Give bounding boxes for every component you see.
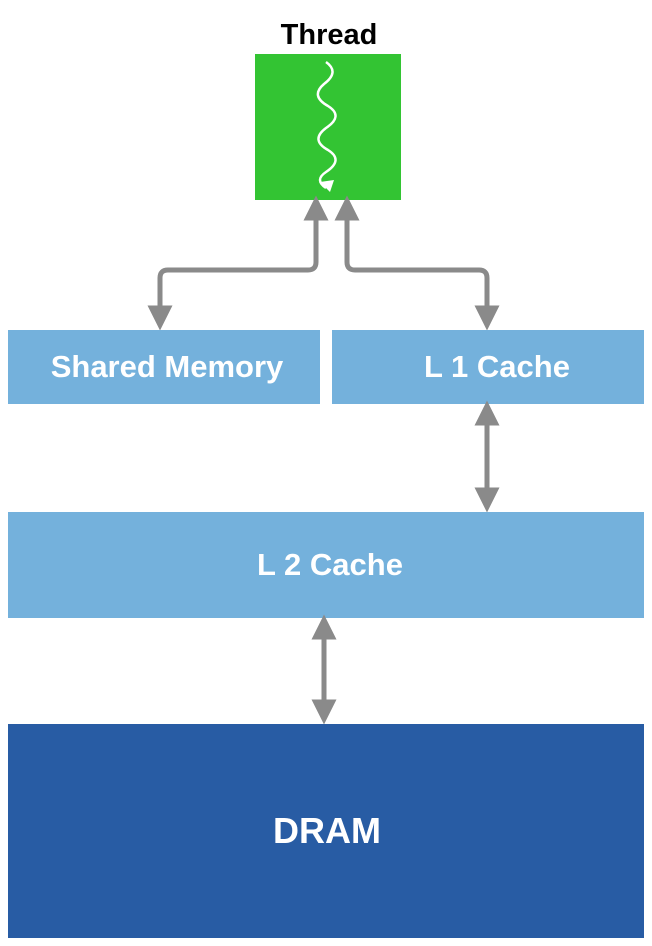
l2-cache-box bbox=[8, 512, 644, 618]
dram-box bbox=[8, 724, 644, 938]
dram-label: DRAM bbox=[273, 810, 381, 851]
arrow-thread-shared-memory bbox=[147, 195, 329, 331]
l1-cache-label: L 1 Cache bbox=[424, 349, 570, 384]
l2-cache-label: L 2 Cache bbox=[257, 547, 403, 582]
shared-memory-box bbox=[8, 330, 320, 404]
shared-memory-label: Shared Memory bbox=[51, 349, 284, 384]
thread-squiggle-tip-icon bbox=[320, 180, 334, 192]
thread-squiggle-icon bbox=[316, 60, 337, 190]
thread-label: Thread bbox=[281, 19, 378, 51]
l1-cache-box bbox=[332, 330, 644, 404]
arrow-thread-l1-cache bbox=[334, 195, 500, 331]
